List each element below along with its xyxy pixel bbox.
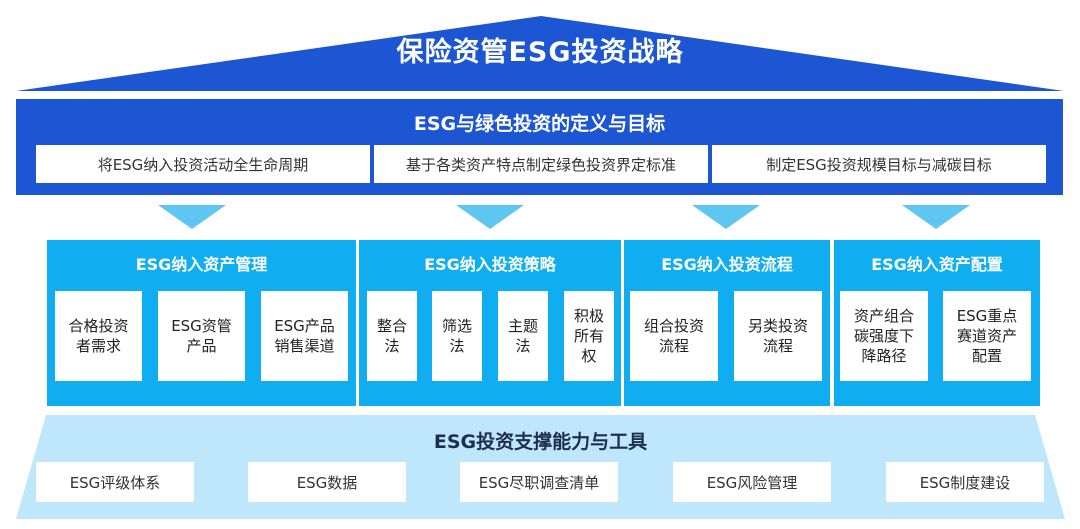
tool-box: ESG数据 [248, 462, 406, 502]
section-title: ESG纳入资产配置 [871, 255, 1003, 274]
definition-band: ESG与绿色投资的定义与目标 将ESG纳入投资活动全生命周期 基于各类资产特点制… [16, 99, 1063, 195]
down-arrow-icon [158, 205, 226, 229]
down-arrow-icon [692, 205, 760, 229]
down-arrow-icon [902, 205, 970, 229]
section-panel: ESG纳入投资流程 组合投资流程 另类投资流程 [624, 240, 830, 406]
section-title: ESG纳入资产管理 [135, 255, 268, 274]
section-item: 合格投资者需求 [55, 291, 142, 381]
section-item: ESG重点赛道资产配置 [943, 291, 1031, 381]
strategy-title: 保险资管ESG投资战略 [396, 37, 684, 68]
tool-box: ESG尽职调查清单 [460, 462, 618, 502]
section-title: ESG纳入投资流程 [661, 255, 793, 274]
support-title: ESG投资支撑能力与工具 [433, 431, 648, 453]
goal-box: 将ESG纳入投资活动全生命周期 [36, 145, 370, 183]
section-item: 积极所有权 [564, 291, 614, 381]
section-item: ESG产品销售渠道 [261, 291, 348, 381]
definition-title: ESG与绿色投资的定义与目标 [413, 113, 666, 135]
section-title: ESG纳入投资策略 [424, 255, 556, 274]
section-item: ESG资管产品 [158, 291, 245, 381]
tool-box: ESG评级体系 [36, 462, 194, 502]
section-item: 整合法 [367, 291, 417, 381]
section-item: 筛选法 [432, 291, 482, 381]
goal-box: 基于各类资产特点制定绿色投资界定标准 [374, 145, 708, 183]
roof-triangle [16, 16, 1064, 91]
section-item: 资产组合碳强度下降路径 [840, 291, 928, 381]
section-panel: ESG纳入资产管理 合格投资者需求 ESG资管产品 ESG产品销售渠道 [47, 240, 356, 406]
tool-box: ESG制度建设 [886, 462, 1044, 502]
tool-box: ESG风险管理 [673, 462, 831, 502]
section-item: 另类投资流程 [734, 291, 822, 381]
goal-box: 制定ESG投资规模目标与减碳目标 [712, 145, 1046, 183]
section-panel: ESG纳入投资策略 整合法 筛选法 主题法 积极所有权 [359, 240, 621, 406]
section-item: 组合投资流程 [630, 291, 718, 381]
down-arrow-icon [456, 205, 524, 229]
section-item: 主题法 [498, 291, 548, 381]
section-panel: ESG纳入资产配置 资产组合碳强度下降路径 ESG重点赛道资产配置 [834, 240, 1040, 406]
